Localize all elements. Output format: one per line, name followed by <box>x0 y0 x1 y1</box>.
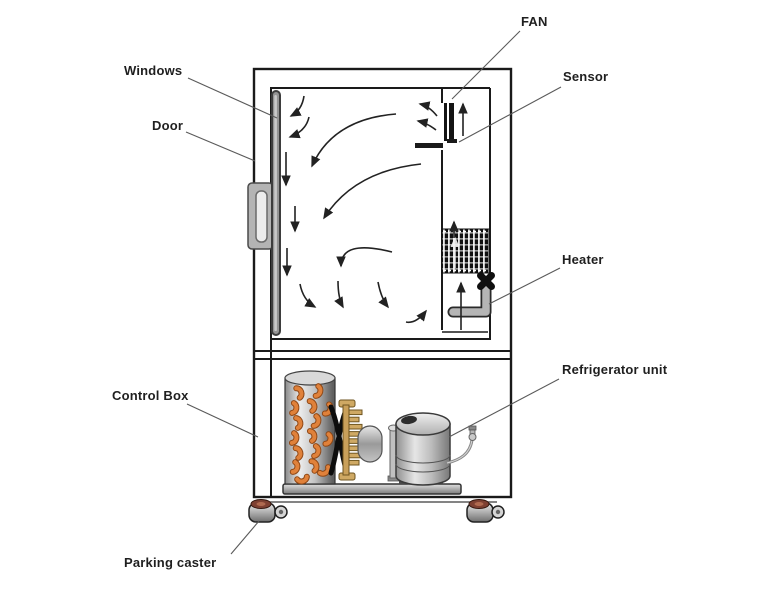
label-heater: Heater <box>562 252 604 267</box>
fan-motor <box>357 425 383 463</box>
airflow-arrows <box>281 95 468 330</box>
leader-control-box <box>186 403 259 438</box>
label-door: Door <box>152 118 184 133</box>
air-baffle <box>415 143 443 148</box>
label-parking-caster: Parking caster <box>124 555 217 570</box>
heater-element <box>447 280 492 318</box>
motor-fin-stack-fins <box>348 409 363 466</box>
label-refrigerator-unit: Refrigerator unit <box>562 362 668 377</box>
label-sensor: Sensor <box>563 69 609 84</box>
label-control-box: Control Box <box>112 388 189 403</box>
filter-drier <box>387 424 400 482</box>
leader-refrigerator-unit <box>448 378 560 438</box>
base-plate <box>282 483 462 495</box>
door-handle <box>247 182 274 250</box>
label-windows: Windows <box>124 63 183 78</box>
sensor-probe <box>447 139 457 143</box>
leader-windows <box>187 77 278 119</box>
caster-left <box>248 499 288 523</box>
leader-parking-caster <box>230 520 260 555</box>
leader-sensor <box>458 86 562 143</box>
leader-heater <box>488 267 561 305</box>
heater-valve <box>477 272 495 290</box>
label-fan: FAN <box>521 14 548 29</box>
evaporator-coil-mesh <box>441 228 490 274</box>
motor-fin-stack <box>338 399 363 481</box>
leader-fan <box>451 30 521 100</box>
window-strip <box>271 90 281 336</box>
caster-right <box>466 499 505 523</box>
leader-door <box>185 131 256 162</box>
circulation-fan <box>444 103 454 141</box>
service-valve <box>446 425 477 465</box>
compressor <box>395 412 451 486</box>
